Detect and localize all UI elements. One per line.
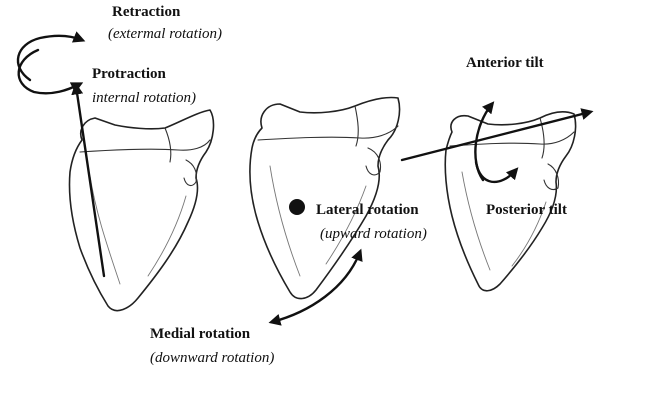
scapula-left-axis-arrow <box>71 82 106 278</box>
protraction-label: Protraction <box>92 66 167 82</box>
scapula-middle-body <box>249 96 401 300</box>
lateral-rotation-sub-label: (upward rotation) <box>320 226 427 242</box>
scapula-right-axis-arrow <box>400 108 594 162</box>
protraction-arrow <box>17 48 84 95</box>
anterior-tilt-label: Anterior tilt <box>466 55 544 71</box>
medial-rotation-sub-label: (downward rotation) <box>150 350 274 366</box>
scapula-middle-spine <box>257 125 399 141</box>
scapula-right-lateral-line <box>511 201 547 267</box>
scapula-left-glenoid <box>183 159 198 187</box>
scapula-right-acromion <box>539 117 545 159</box>
scapula-left-spine <box>79 139 211 153</box>
medial-rotation-label: Medial rotation <box>150 326 251 342</box>
medial-lateral-rotation-arrow <box>268 248 363 326</box>
scapula-middle <box>249 96 401 300</box>
scapula-right-inner-line <box>461 171 491 271</box>
lateral-rotation-label: Lateral rotation <box>316 202 419 218</box>
scapula-middle-glenoid <box>365 147 382 176</box>
scapula-left <box>68 109 215 312</box>
retraction-sub-label: (extermal rotation) <box>108 26 222 42</box>
scapula-left-lateral-line <box>147 195 187 277</box>
scapula-middle-acromion <box>354 105 359 147</box>
scapula-right <box>444 111 577 292</box>
posterior-tilt-label: Posterior tilt <box>486 202 567 218</box>
posterior-tilt-arrow <box>474 160 519 184</box>
protraction-sub-label: internal rotation) <box>92 90 196 106</box>
scapula-left-body <box>68 109 215 312</box>
retraction-label: Retraction <box>112 4 181 20</box>
retraction-arrow <box>16 31 86 82</box>
scapula-left-acromion <box>164 127 172 163</box>
scapula-right-glenoid <box>543 163 560 191</box>
scapula-right-spine <box>449 131 575 147</box>
lateral-rotation-axis-dot <box>289 199 305 215</box>
